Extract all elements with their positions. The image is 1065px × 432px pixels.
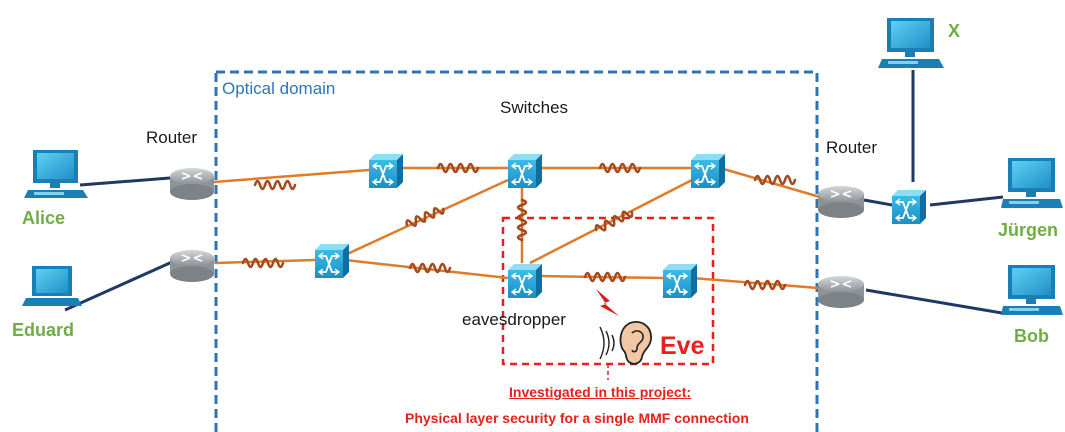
eve-label: Eve bbox=[660, 332, 705, 360]
router-left-label: Router bbox=[146, 128, 198, 147]
investigated-caption: Investigated in this project: bbox=[509, 384, 692, 400]
router-right-bottom bbox=[818, 276, 864, 308]
switches-label: Switches bbox=[500, 98, 569, 117]
laptop-eduard bbox=[22, 266, 82, 306]
switch-mid-right bbox=[663, 264, 697, 298]
eavesdropper-label: eavesdropper bbox=[462, 310, 566, 329]
eduard-label: Eduard bbox=[12, 320, 75, 340]
router-right-top bbox=[818, 186, 864, 218]
switch-top-center bbox=[508, 154, 542, 188]
jurgen-label: Jürgen bbox=[998, 220, 1059, 240]
optical-domain-label: Optical domain bbox=[222, 79, 336, 98]
computer-x bbox=[878, 18, 944, 68]
router-right-label: Router bbox=[826, 138, 878, 157]
router-left-top bbox=[170, 168, 214, 200]
fiber-coils bbox=[241, 162, 797, 291]
switch-top-left bbox=[369, 154, 403, 188]
switch-far-right bbox=[892, 190, 926, 224]
switch-top-right bbox=[691, 154, 725, 188]
bob-label: Bob bbox=[1014, 326, 1049, 346]
computer-bob bbox=[1001, 265, 1063, 315]
x-label: X bbox=[948, 21, 961, 41]
computer-jurgen bbox=[1001, 158, 1063, 208]
ear-icon bbox=[599, 321, 652, 365]
lightning-bolt-icon bbox=[596, 289, 619, 316]
optical-domain-box bbox=[214, 70, 819, 432]
router-left-bottom bbox=[170, 250, 214, 282]
switch-eve bbox=[508, 264, 542, 298]
computer-alice bbox=[24, 150, 88, 198]
switch-mid-left bbox=[315, 244, 349, 278]
physical-layer-caption: Physical layer security for a single MMF… bbox=[405, 410, 749, 426]
switches-group bbox=[315, 154, 926, 298]
copper-cables bbox=[64, 70, 1004, 315]
alice-label: Alice bbox=[22, 208, 66, 228]
